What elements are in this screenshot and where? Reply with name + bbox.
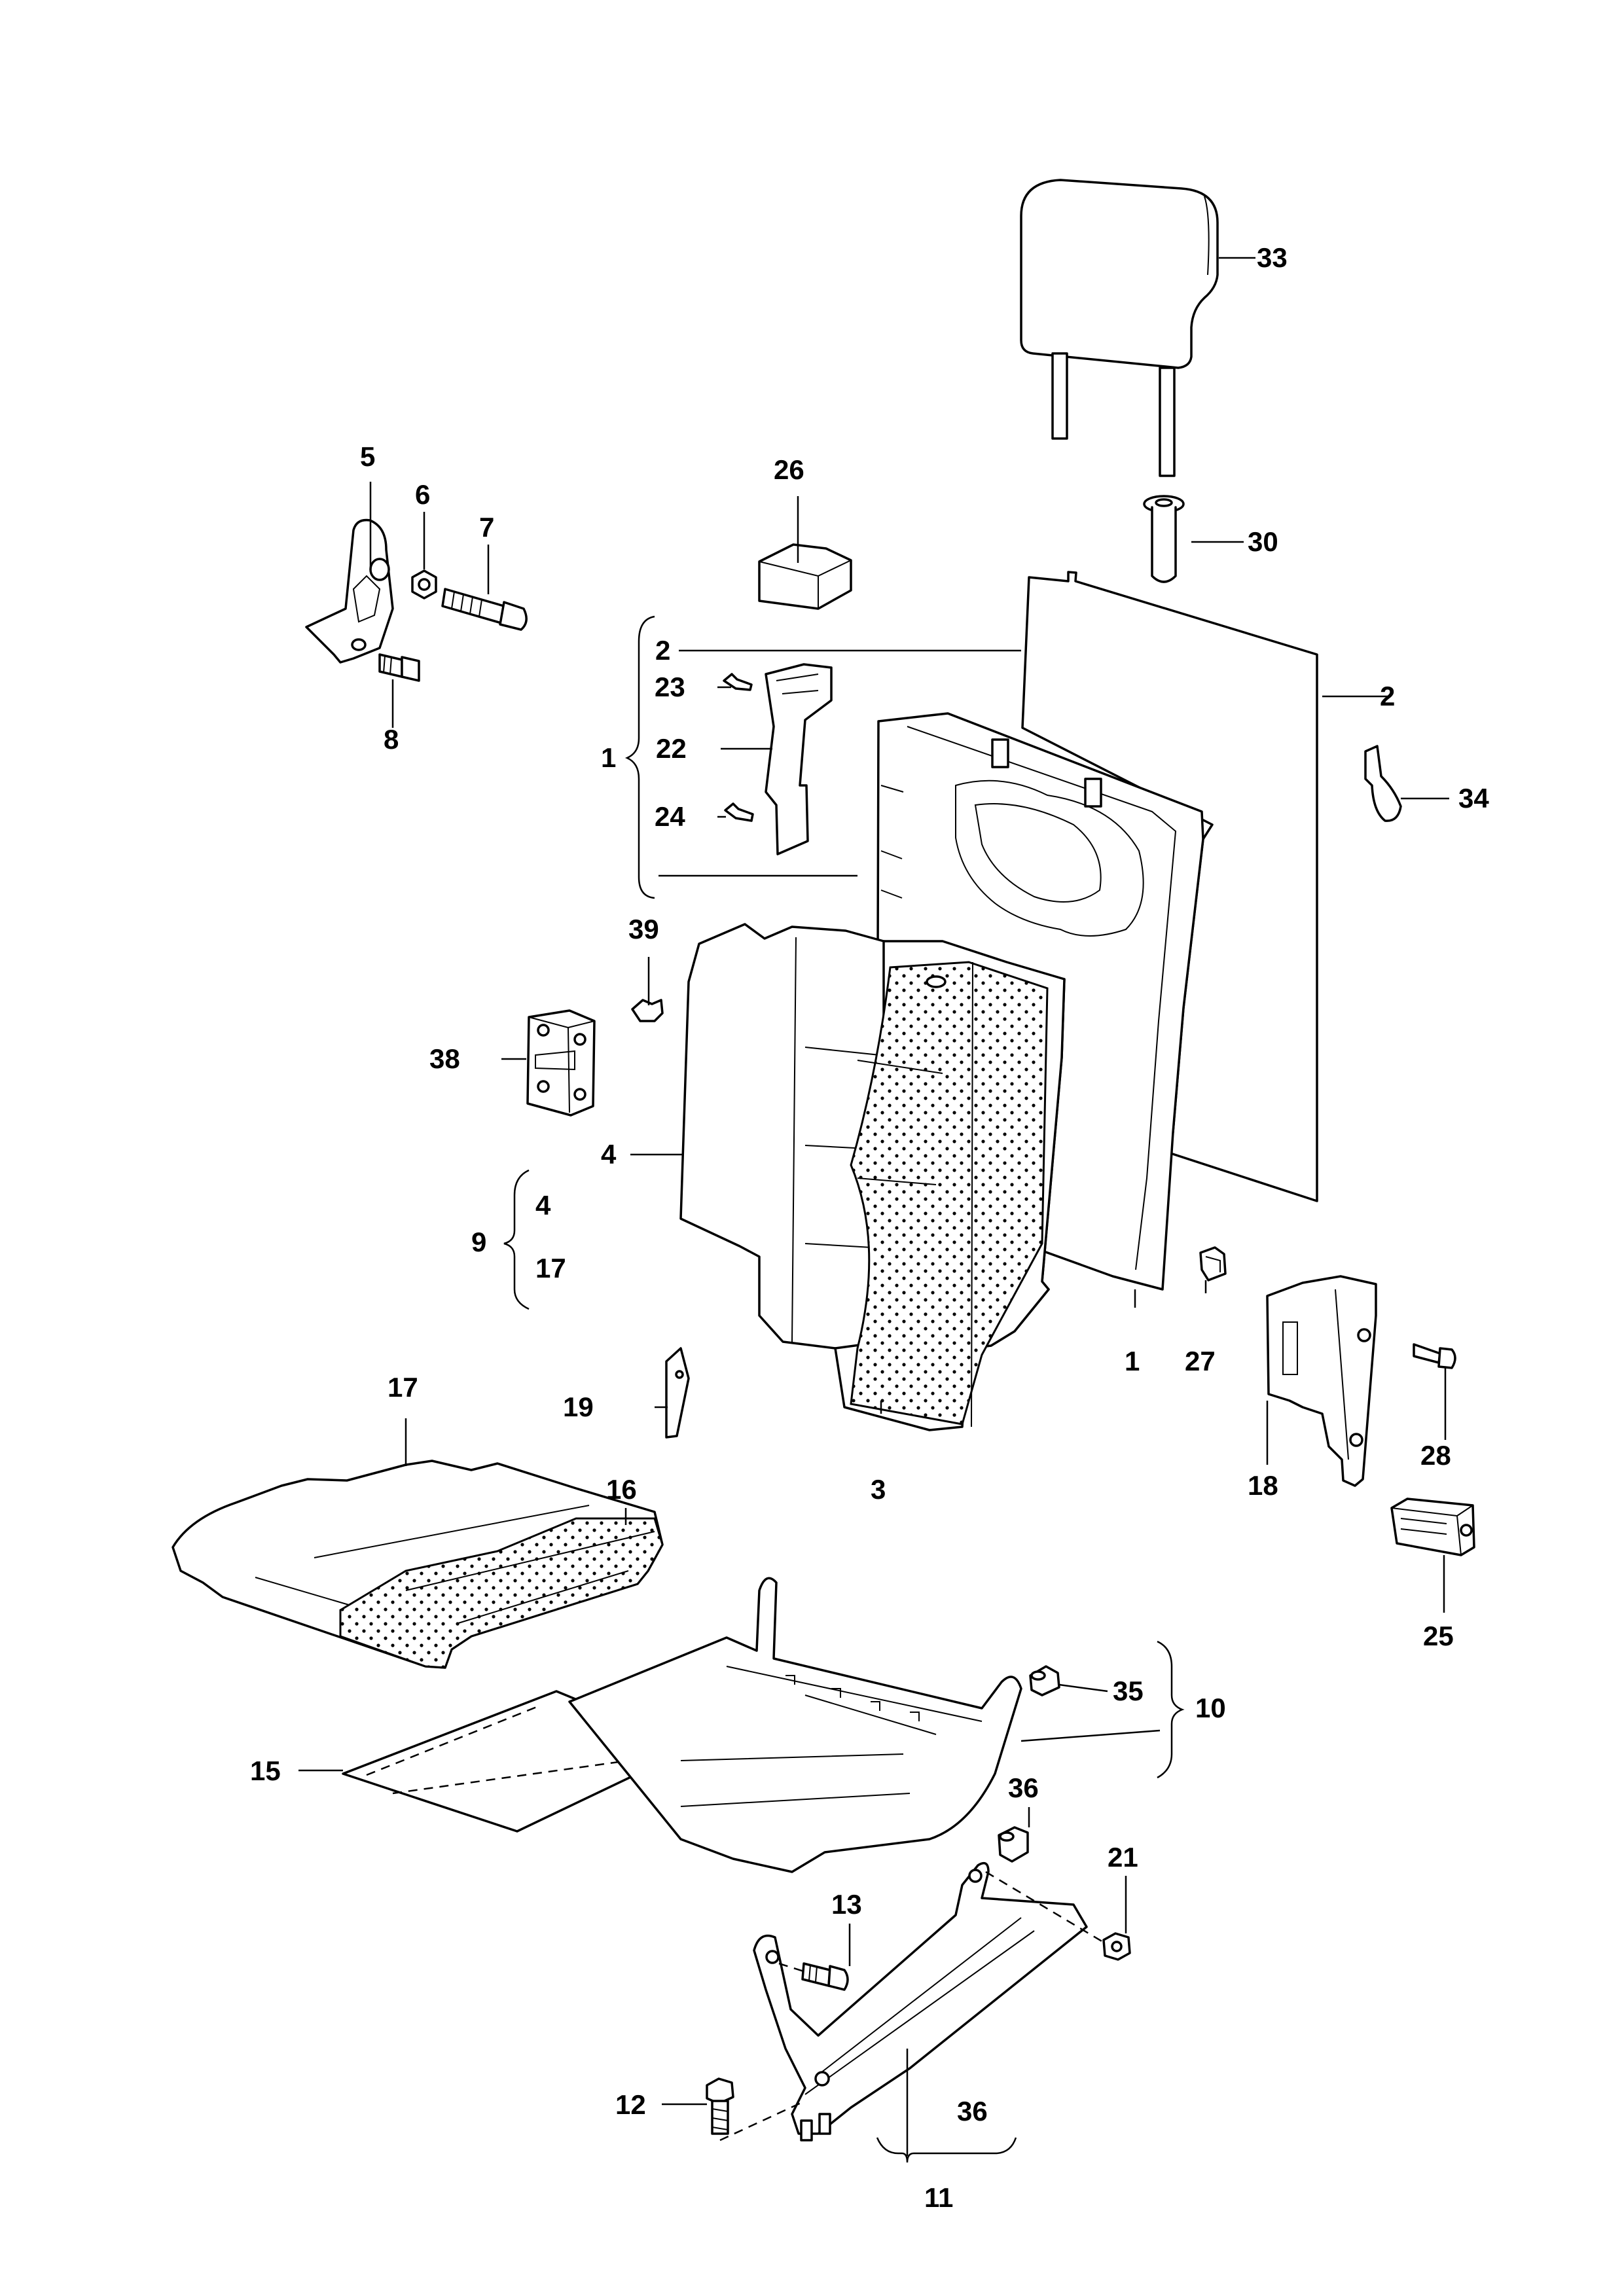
callout-30: 30 xyxy=(1248,526,1278,557)
callout-34: 34 xyxy=(1458,783,1489,814)
callout-24: 24 xyxy=(655,801,685,832)
callout-21: 21 xyxy=(1108,1842,1138,1873)
callout-2b: 2 xyxy=(1380,681,1395,711)
screw-23-part xyxy=(723,673,753,691)
nut-part xyxy=(1102,1932,1131,1961)
lever-bracket-part xyxy=(765,663,833,855)
callout-10: 10 xyxy=(1195,1693,1226,1723)
callout-11: 11 xyxy=(924,2182,953,2213)
callout-27: 27 xyxy=(1185,1346,1216,1376)
clip-27-part xyxy=(1199,1246,1227,1282)
seat-pan-frame-part xyxy=(568,1577,1022,1873)
screw-24-part xyxy=(724,802,754,822)
bushing-36-part xyxy=(998,1826,1029,1863)
callout-8: 8 xyxy=(384,724,399,755)
callout-1a: 1 xyxy=(601,742,616,773)
hinge-linkage-part xyxy=(753,1861,1088,2142)
callout-12: 12 xyxy=(615,2089,646,2120)
backrest-cover-part xyxy=(834,940,1066,1431)
headrest-part xyxy=(1020,179,1219,477)
callout-labels: 33 5 26 6 7 30 2 23 2 8 22 1 34 24 39 38… xyxy=(250,242,1489,2213)
callout-36b: 36 xyxy=(957,2096,988,2126)
callout-28: 28 xyxy=(1420,1440,1451,1471)
connector-part xyxy=(1390,1498,1475,1556)
clip-19-part xyxy=(665,1347,690,1439)
callout-26: 26 xyxy=(774,454,804,485)
callout-2a: 2 xyxy=(655,635,670,666)
seat-cover-part xyxy=(339,1517,664,1669)
callout-35: 35 xyxy=(1113,1676,1144,1706)
washer-6-part xyxy=(411,569,437,600)
headrest-guide-part xyxy=(1143,495,1185,583)
callout-36a: 36 xyxy=(1008,1772,1039,1803)
callout-19: 19 xyxy=(563,1391,594,1422)
callout-25: 25 xyxy=(1423,1621,1454,1651)
bolt-13-part xyxy=(801,1962,849,1991)
backrest-rear-panel xyxy=(1021,571,1318,1202)
callout-13: 13 xyxy=(831,1889,862,1920)
callout-18: 18 xyxy=(1248,1470,1278,1501)
callout-4a: 4 xyxy=(601,1139,617,1170)
callout-22: 22 xyxy=(656,733,687,764)
group-braces xyxy=(503,615,1185,2163)
callout-17a: 17 xyxy=(535,1253,566,1283)
callout-7: 7 xyxy=(479,512,494,543)
callout-15: 15 xyxy=(250,1755,281,1786)
callout-1b: 1 xyxy=(1125,1346,1140,1376)
callout-3: 3 xyxy=(871,1474,886,1505)
callout-6: 6 xyxy=(415,479,430,510)
screw-28-part xyxy=(1413,1343,1456,1369)
callout-38: 38 xyxy=(429,1043,460,1074)
callout-5: 5 xyxy=(360,441,375,472)
hinge-bracket-part xyxy=(305,518,394,664)
callout-16: 16 xyxy=(606,1474,637,1505)
callout-23: 23 xyxy=(655,672,685,702)
clip-39-part xyxy=(631,999,664,1022)
callout-9: 9 xyxy=(471,1227,486,1257)
cap-part xyxy=(758,543,852,610)
callout-33: 33 xyxy=(1257,242,1288,273)
mount-bracket-part xyxy=(526,1009,596,1117)
callout-17b: 17 xyxy=(388,1372,418,1403)
bolt-12-part xyxy=(706,2077,734,2135)
bolt-8-part xyxy=(378,653,420,682)
hook-part xyxy=(1364,745,1402,822)
callout-4b: 4 xyxy=(535,1190,551,1221)
callout-39: 39 xyxy=(628,914,659,944)
side-trim-part xyxy=(1266,1275,1377,1487)
leader-lines xyxy=(298,257,1449,2156)
bushing-35-part xyxy=(1029,1665,1060,1696)
bolt-7-part xyxy=(441,588,528,631)
